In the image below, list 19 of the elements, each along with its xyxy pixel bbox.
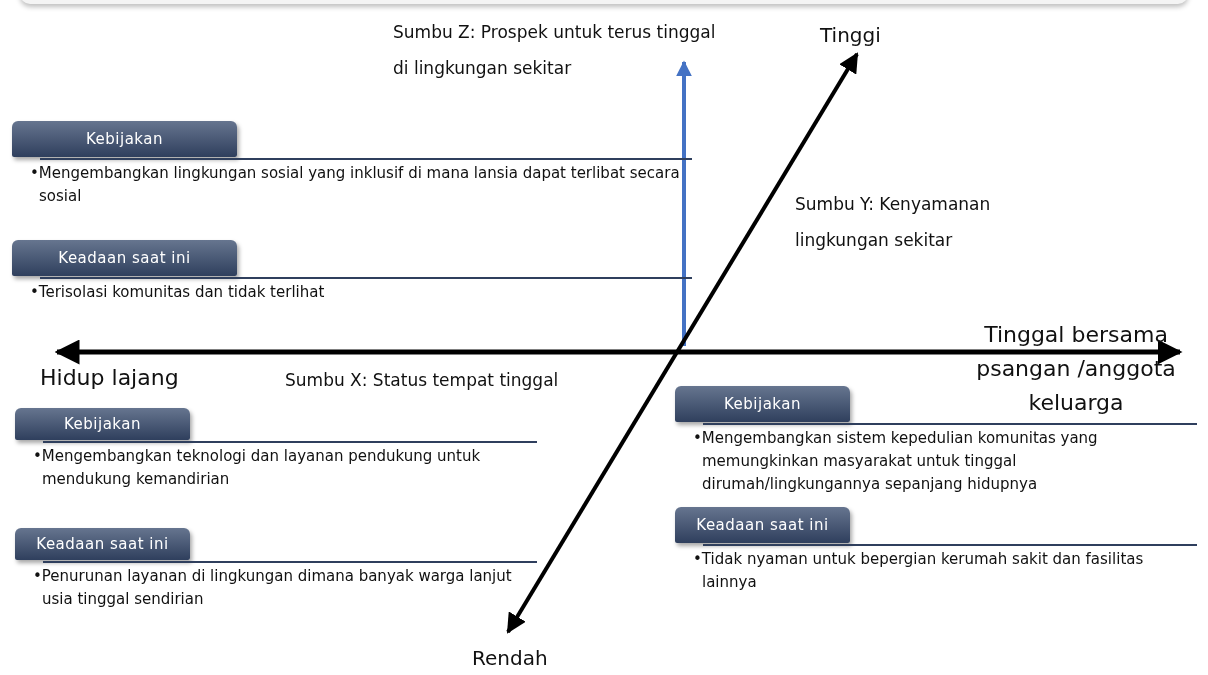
bullet-text: •Mengembangkan lingkungan sosial yang inklusif di mana lansia dapat terlibat secara sosial: [30, 163, 681, 207]
section-tab: Keadaan saat ini: [675, 507, 850, 543]
axis-end-label: Hidup lajang: [40, 364, 180, 392]
section-tab: Keadaan saat ini: [15, 528, 190, 560]
section-tab: Kebijakan: [12, 121, 237, 157]
bullet-text: •Tidak nyaman untuk bepergian kerumah sakit dan fasilitas lainnya: [693, 549, 1145, 593]
axis-label: Tinggal bersama psangan /anggota keluarga: [975, 321, 1177, 417]
axis-label: Rendah: [472, 645, 549, 671]
axis-label: Sumbu X: Status tempat tinggal: [285, 369, 560, 392]
section-tab: Kebijakan: [675, 386, 850, 422]
axis-label: Sumbu Z: Prospek untuk terus tinggal di lingkungan sekitar: [393, 21, 717, 80]
bullet-text: •Terisolasi komunitas dan tidak terlihat: [30, 282, 326, 303]
section-tab: Keadaan saat ini: [12, 240, 237, 276]
bullet-text: •Penurunan layanan di lingkungan dimana banyak warga lanjut usia tinggal sendirian: [33, 566, 513, 610]
bullet-text: •Mengembangkan sistem kepedulian komunitas yang memungkinkan masyarakat untuk tinggal dirumah/lingkungannya sepanjang hidupnya: [693, 428, 1099, 495]
axis-label: Sumbu Y: Kenyamanan lingkungan sekitar: [795, 193, 992, 252]
bullet-text: •Mengembangkan teknologi dan layanan pendukung untuk mendukung kemandirian: [33, 446, 482, 490]
axis-label: Tinggi: [820, 22, 882, 48]
section-tab: Kebijakan: [15, 408, 190, 440]
